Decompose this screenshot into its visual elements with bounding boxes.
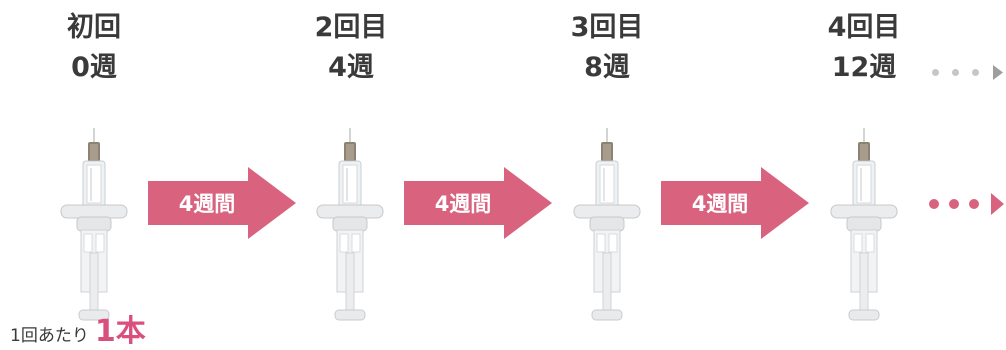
arrow-right-icon	[404, 167, 552, 239]
ellipsis-icon	[952, 69, 959, 76]
caption-prefix: 1回あたり	[10, 326, 89, 346]
dose-week: 8週	[584, 52, 630, 83]
interval-arrow-3: 4週間	[661, 167, 809, 239]
dose-number: 4回目	[827, 12, 901, 43]
syringe-icon	[573, 128, 641, 321]
triangle-right-icon	[993, 65, 1003, 80]
dose-label-1: 初回 0週	[24, 8, 164, 88]
dose-week: 4週	[328, 52, 374, 83]
interval-label: 4週間	[691, 192, 749, 216]
bottom-continuation	[924, 190, 1006, 218]
arrow-right-icon	[148, 167, 296, 239]
dose-week: 12週	[831, 52, 897, 83]
ellipsis-icon	[972, 69, 979, 76]
interval-arrow-2: 4週間	[404, 167, 552, 239]
syringe-icon	[60, 128, 128, 321]
syringe-icon	[316, 128, 384, 321]
interval-arrow-1: 4週間	[148, 167, 296, 239]
syringe-icon	[830, 128, 898, 321]
dosage-caption: 1回あたり 1本	[10, 306, 146, 349]
top-continuation	[930, 62, 1006, 82]
dose-week: 0週	[71, 52, 117, 83]
dose-label-4: 4回目 12週	[794, 8, 934, 88]
interval-label: 4週間	[434, 192, 492, 216]
dose-label-2: 2回目 4週	[281, 8, 421, 88]
dose-label-3: 3回目 8週	[537, 8, 677, 88]
caption-emphasis: 1本	[94, 314, 146, 349]
ellipsis-icon	[949, 199, 959, 209]
ellipsis-icon	[969, 199, 979, 209]
interval-label: 4週間	[178, 192, 236, 216]
arrow-right-icon	[661, 167, 809, 239]
dose-number: 3回目	[570, 12, 644, 43]
dose-number: 初回	[67, 12, 121, 43]
ellipsis-icon	[929, 199, 939, 209]
triangle-right-icon	[991, 193, 1004, 215]
dose-number: 2回目	[314, 12, 388, 43]
ellipsis-icon	[932, 69, 939, 76]
